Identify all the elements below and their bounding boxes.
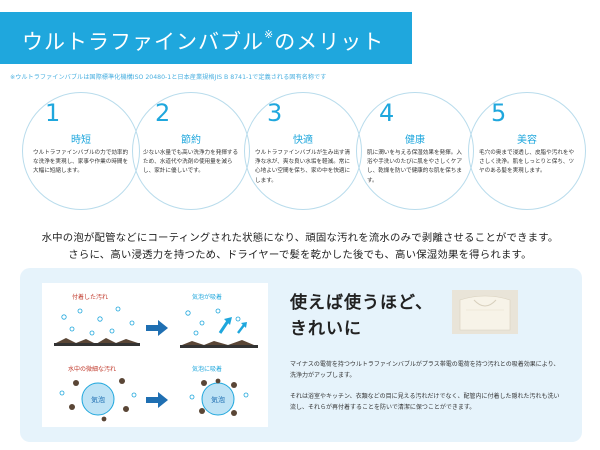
scene-adsorbed-bubble: 気泡 <box>189 378 249 416</box>
merit-title: 美容 <box>517 135 537 146</box>
page-title-main: ウルトラファインバブル <box>22 30 264 54</box>
description-paragraph-1: マイナスの電荷を持つウルトラファインバブルがプラス帯電の電荷を持つ汚れとの吸着効… <box>290 361 560 379</box>
folded-cloth-image <box>452 290 518 334</box>
merit-number: 3 <box>267 99 283 127</box>
merit-item-2: 2 節約 少ない水量でも高い洗浄力を発揮するため、水道代や洗剤の使用量を減らし、… <box>132 92 250 210</box>
arrow-right-icon <box>146 392 168 408</box>
bubble-label: 気泡 <box>211 395 225 404</box>
bubble-label: 気泡 <box>91 395 105 404</box>
merit-item-3: 3 快適 ウルトラファインバブルが生み出す清浄な水が、爽な良い水垢を軽減。常に心… <box>244 92 362 210</box>
label-bubble-adsorb: 気泡に吸着 <box>192 365 222 373</box>
label-fine-dirt: 水中の微細な汚れ <box>68 365 116 373</box>
merit-description: 肌に潤いを与える保湿効果を発揮。入浴や手洗いのたびに肌をやさしくケアし、乾燥を防… <box>367 150 463 184</box>
merit-title: 時短 <box>71 135 91 146</box>
merit-description: 毛穴の奥まで浸透し、皮脂や汚れをやさしく洗浄。肌をしっとりと保ち、ツヤのある髪を… <box>479 150 575 175</box>
merit-title: 快適 <box>293 135 313 146</box>
section-title-line-1: 使えば使うほど、 <box>290 293 434 313</box>
scene-bubble-adsorb <box>180 308 258 348</box>
merit-number: 1 <box>45 99 61 127</box>
label-adsorb: 気泡が吸着 <box>192 293 222 301</box>
section-title-line-2: きれいに <box>290 319 362 340</box>
merit-item-4: 4 健康 肌に潤いを与える保湿効果を発揮。入浴や手洗いのたびに肌をやさしくケアし… <box>356 92 474 210</box>
arrow-right-icon <box>146 320 168 336</box>
page-title-mark: ※ <box>264 28 275 41</box>
merits-list: 1 時短 ウルトラファインバブルの力で効率的な洗浄を実現し、家事や作業の時間を大… <box>22 92 592 222</box>
title-banner: ウルトラファインバブル※のメリット <box>0 12 412 64</box>
merit-title: 節約 <box>181 135 201 146</box>
footnote: ※ウルトラファインバブルは国際標準化機構ISO 20480-1と日本産業規格JI… <box>10 74 327 81</box>
lead-text-line-2: さらに、高い浸透力を持つため、ドライヤーで髪を乾かした後でも、高い保湿効果を得ら… <box>68 249 532 261</box>
merit-number: 4 <box>379 99 395 127</box>
merit-description: 少ない水量でも高い洗浄力を発揮するため、水道代や洗剤の使用量を減らし、家計に優し… <box>143 150 239 175</box>
arrow-up-icon <box>218 320 230 334</box>
scene-fine-dirt: 気泡 <box>59 378 137 422</box>
merit-item-1: 1 時短 ウルトラファインバブルの力で効率的な洗浄を実現し、家事や作業の時間を大… <box>22 92 140 210</box>
merit-item-5: 5 美容 毛穴の奥まで浸透し、皮脂や汚れをやさしく洗浄。肌をしっとりと保ち、ツヤ… <box>468 92 586 210</box>
merit-description: ウルトラファインバブルの力で効率的な洗浄を実現し、家事や作業の時間を大幅に短縮し… <box>33 150 129 175</box>
cleaning-diagram: 付着した汚れ 気泡が吸着 水中の微細な汚れ 気泡に吸着 <box>42 283 268 427</box>
merit-description: ウルトラファインバブルが生み出す清浄な水が、爽な良い水垢を軽減。常に心地よい空間… <box>255 150 351 184</box>
lead-text-line-1: 水中の泡が配管などにコーティングされた状態になり、頑固な汚れを流水のみで剥離させ… <box>41 232 559 244</box>
merit-number: 5 <box>491 99 507 127</box>
page-title-suffix: のメリット <box>274 30 385 54</box>
merit-title: 健康 <box>405 135 425 146</box>
label-dirt: 付着した汚れ <box>72 293 108 301</box>
section-title: 使えば使うほど、 きれいに <box>290 290 433 343</box>
description-paragraph-2: それは浴室やキッチン、衣類などの目に見える汚れだけでなく、配管内に付着した隠れた… <box>290 393 560 411</box>
scene-dirt-surface <box>54 306 140 346</box>
merit-number: 2 <box>155 99 171 127</box>
cleaning-diagram-svg: 付着した汚れ 気泡が吸着 水中の微細な汚れ 気泡に吸着 <box>54 293 258 422</box>
page-title: ウルトラファインバブル※のメリット <box>22 26 384 56</box>
